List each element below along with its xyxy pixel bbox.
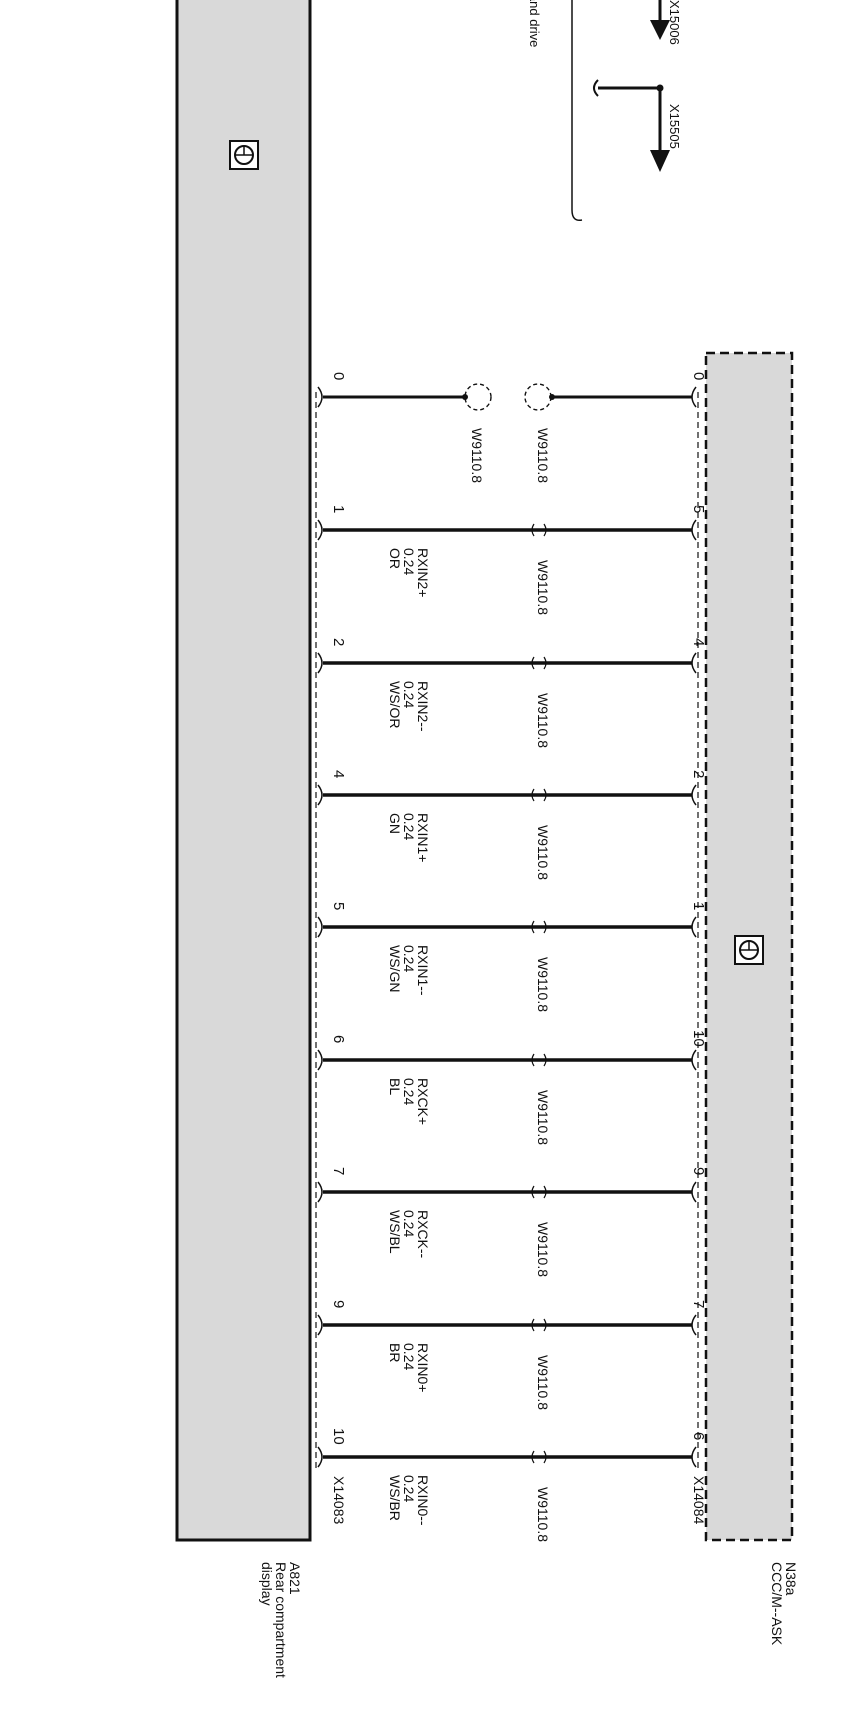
wire-5-size: 0.24 <box>401 1078 417 1105</box>
rhd-connector-b-label: X15505 <box>667 104 682 149</box>
wire-8-pin-b: 10 <box>330 1428 347 1445</box>
wire-1-color: OR <box>387 548 403 569</box>
rhd-note: Right-hand drive <box>527 0 542 47</box>
wire-3-color: GN <box>387 813 403 834</box>
wire-2-size: 0.24 <box>401 681 417 708</box>
wire-2-pin-b: 2 <box>330 638 347 646</box>
wire-8-harness: W9110.8 <box>535 1487 551 1542</box>
shield-pin-b: 0 <box>330 372 347 380</box>
wire-2-signal: RXIN2-- <box>415 681 431 732</box>
wire-4-pin-b: 5 <box>330 902 347 910</box>
wire-7-pin-a: 7 <box>690 1300 707 1308</box>
wire-5-signal: RXCK+ <box>415 1078 431 1125</box>
wire-8-signal: RXIN0-- <box>415 1475 431 1526</box>
connector-x14083-label: X14083 <box>331 1476 347 1524</box>
wire-2-pin-a: 4 <box>690 638 707 646</box>
wire-2-color: WS/OR <box>387 681 403 728</box>
wire-3-signal: RXIN1+ <box>415 813 431 862</box>
wire-8-size: 0.24 <box>401 1475 417 1502</box>
wire-6-size: 0.24 <box>401 1210 417 1237</box>
wire-3-harness: W9110.8 <box>535 825 551 880</box>
wire-3-pin-a: 2 <box>690 770 707 778</box>
wire-4-size: 0.24 <box>401 945 417 972</box>
wire-7-pin-b: 9 <box>330 1300 347 1308</box>
wire-8 <box>317 1446 697 1468</box>
module-a821-id: A821 <box>287 1562 303 1595</box>
wire-6-signal: RXCK-- <box>415 1210 431 1259</box>
wire-1-pin-a: 5 <box>690 505 707 513</box>
rhd-bracket <box>571 0 670 222</box>
wire-8-pin-a: 6 <box>690 1432 707 1440</box>
wire-6-color: WS/BL <box>387 1210 403 1254</box>
wire-1 <box>317 519 697 541</box>
wire-7 <box>317 1314 697 1336</box>
wire-5-pin-a: 10 <box>690 1030 707 1047</box>
wire-4 <box>317 916 697 938</box>
wire-4-color: WS/GN <box>387 945 403 992</box>
shield-harness-left: W9110.8 <box>469 428 485 483</box>
wire-5-color: BL <box>387 1078 403 1095</box>
wire-3-pin-b: 4 <box>330 770 347 778</box>
shield-wire <box>317 383 697 411</box>
wire-5 <box>317 1049 697 1071</box>
module-a821-name-1: Rear compartment <box>273 1562 289 1678</box>
wire-7-size: 0.24 <box>401 1343 417 1370</box>
wire-1-harness: W9110.8 <box>535 560 551 615</box>
wire-7-signal: RXIN0+ <box>415 1343 431 1392</box>
wire-1-pin-b: 1 <box>330 505 347 513</box>
module-a821-name-2: display <box>259 1562 275 1606</box>
wire-7-color: BR <box>387 1343 403 1362</box>
shield-harness-right: W9110.8 <box>535 428 551 483</box>
module-n38a-name: CCC/M--ASK <box>769 1562 785 1646</box>
module-n38a-id: N38a <box>783 1562 799 1596</box>
wire-1-signal: RXIN2+ <box>415 548 431 597</box>
wire-3-size: 0.24 <box>401 813 417 840</box>
module-icon-a821 <box>229 140 259 170</box>
wire-2 <box>317 652 697 674</box>
wire-5-pin-b: 6 <box>330 1035 347 1043</box>
wire-1-size: 0.24 <box>401 548 417 575</box>
wire-5-harness: W9110.8 <box>535 1090 551 1145</box>
module-a821-block <box>175 0 312 1542</box>
shield-pin-a: 0 <box>690 372 707 380</box>
wire-3 <box>317 784 697 806</box>
wire-4-signal: RXIN1-- <box>415 945 431 996</box>
connector-x14084-label: X14084 <box>691 1476 707 1524</box>
wire-6-pin-b: 7 <box>330 1167 347 1175</box>
wire-4-pin-a: 1 <box>690 902 707 910</box>
module-icon-n38a <box>734 935 764 965</box>
wire-4-harness: W9110.8 <box>535 957 551 1012</box>
wire-6-harness: W9110.8 <box>535 1222 551 1277</box>
wire-7-harness: W9110.8 <box>535 1355 551 1410</box>
wire-8-color: WS/BR <box>387 1475 403 1521</box>
wire-6-pin-a: 9 <box>690 1167 707 1175</box>
wire-6 <box>317 1181 697 1203</box>
wire-2-harness: W9110.8 <box>535 693 551 748</box>
rhd-connector-a-label: X15006 <box>667 0 682 45</box>
